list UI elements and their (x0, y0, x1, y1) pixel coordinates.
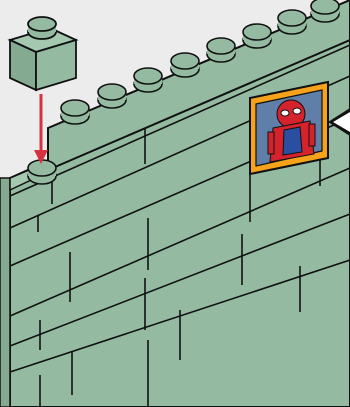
stud (171, 53, 199, 77)
stud (243, 24, 271, 48)
stud (61, 100, 89, 124)
stud (134, 68, 162, 92)
stud (311, 0, 339, 22)
stud (207, 38, 235, 62)
spider-man-picture-tile (250, 82, 328, 174)
target-stud (28, 160, 56, 184)
stud (278, 10, 306, 34)
stud (98, 84, 126, 108)
